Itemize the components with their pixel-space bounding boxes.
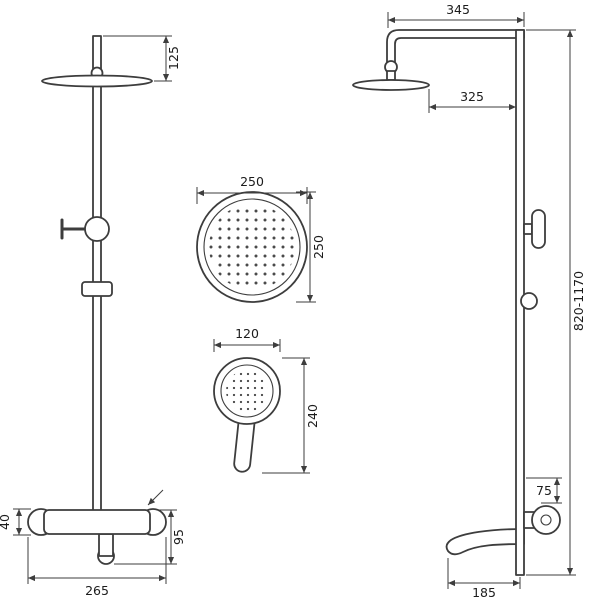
mixer-knob-side	[531, 505, 561, 535]
dim-rain-head-height-label: 250	[311, 235, 326, 259]
slider-bracket-front	[81, 281, 113, 297]
diverter-knob-front	[84, 216, 110, 242]
dim-rain-head-width-label: 250	[240, 174, 264, 189]
dim-spout-reach-label: 185	[472, 585, 496, 600]
dim-column-height-label: 820-1170	[571, 271, 586, 331]
dim-mixer-width-label: 265	[85, 583, 109, 598]
spout-side	[445, 528, 525, 556]
rain-head-side	[352, 79, 430, 91]
dim-hand-shower-length-label: 240	[305, 404, 320, 428]
mixer-body-front	[43, 509, 151, 535]
hand-shower-detail: 120 240	[213, 326, 320, 474]
rain-head-rim	[203, 198, 301, 296]
dim-head-offset-label: 125	[166, 46, 181, 70]
dimension-mixer-width: 265	[27, 537, 167, 598]
dim-mixer-offset-label: 75	[536, 483, 552, 498]
side-view: 345 325 820-1170 75 185	[352, 2, 586, 600]
riser-pipe-front	[92, 35, 102, 513]
head-stem-side	[386, 70, 396, 81]
mixer-knob-hub-side	[540, 514, 552, 526]
slider-knob-side	[520, 292, 538, 310]
dimension-column-height: 820-1170	[526, 29, 586, 576]
dimension-mixer-height: 40	[0, 508, 31, 536]
hand-shower-rim	[220, 364, 274, 418]
dim-mixer-height-label: 40	[0, 514, 12, 530]
diverter-stem-side	[523, 223, 533, 235]
dimension-head-offset: 125	[103, 35, 181, 82]
dimension-head-reach: 325	[428, 89, 516, 113]
dimension-hand-shower-width: 120	[213, 326, 281, 352]
front-view: 125 40 95 265	[0, 35, 186, 598]
diverter-handle-side	[531, 209, 546, 249]
dimension-spout-reach: 185	[447, 558, 521, 600]
mixer-leader-arrow	[147, 489, 164, 506]
rain-head-detail: 250 250	[196, 174, 326, 303]
dimension-rain-head-height: 250	[296, 191, 326, 303]
dim-hand-shower-width-label: 120	[235, 326, 259, 341]
rain-head-nozzles	[209, 204, 295, 290]
rain-head-front	[41, 74, 153, 88]
shower-arm-side	[386, 29, 525, 63]
dim-mixer-total-label: 95	[171, 529, 186, 545]
dimension-arm-length: 345	[387, 2, 525, 28]
dim-arm-length-label: 345	[446, 2, 470, 17]
dim-head-reach-label: 325	[460, 89, 484, 104]
dimension-hand-shower-length: 240	[262, 357, 320, 474]
spout-body-front	[98, 533, 114, 557]
hand-shower-nozzles	[226, 370, 268, 412]
dimension-mixer-offset: 75	[526, 477, 562, 504]
